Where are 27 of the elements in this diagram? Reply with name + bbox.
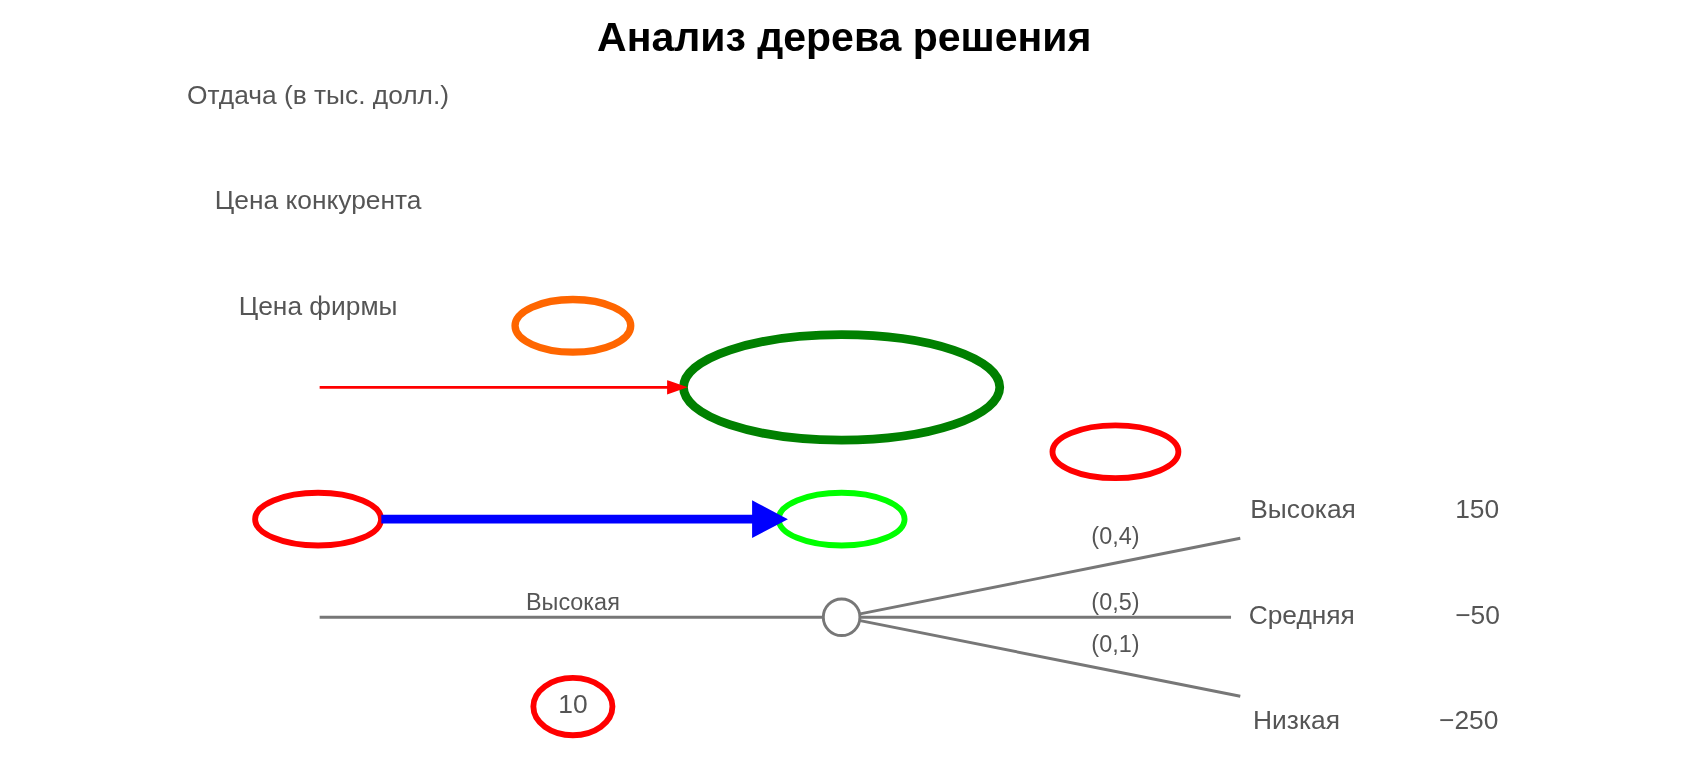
arrow [319,380,688,395]
node-label: −50 [1454,599,1500,630]
edge-label: (0,4) [1090,522,1140,549]
node-label: −250 [1438,705,1498,736]
node-ellipse [678,330,1004,445]
connector [319,615,823,619]
node-text: Высокая [1249,494,1356,525]
node-text: Низкая [1252,705,1340,736]
label: Цена фирмы [238,290,397,321]
node-ellipse [251,489,384,549]
connector [859,619,1241,698]
node-text: Средняя [1248,599,1355,630]
edge-label: (0,5) [1090,588,1140,615]
edge-label: (0,1) [1090,631,1140,658]
label: Цена конкурента [214,185,421,216]
label: Отдача (в тыс. долл.) [186,79,449,110]
diagram-title: Анализ дерева решения [596,14,1092,61]
node-ellipse [1049,422,1181,482]
node-ellipse [510,295,634,356]
connector [859,615,1231,619]
node-ellipse: 10 [529,674,615,739]
node-ellipse [775,489,907,549]
edge-label: Высокая [525,588,620,615]
connector [859,536,1241,616]
node-label: 150 [1454,494,1499,525]
node-circle [821,597,861,638]
arrow [380,500,788,538]
